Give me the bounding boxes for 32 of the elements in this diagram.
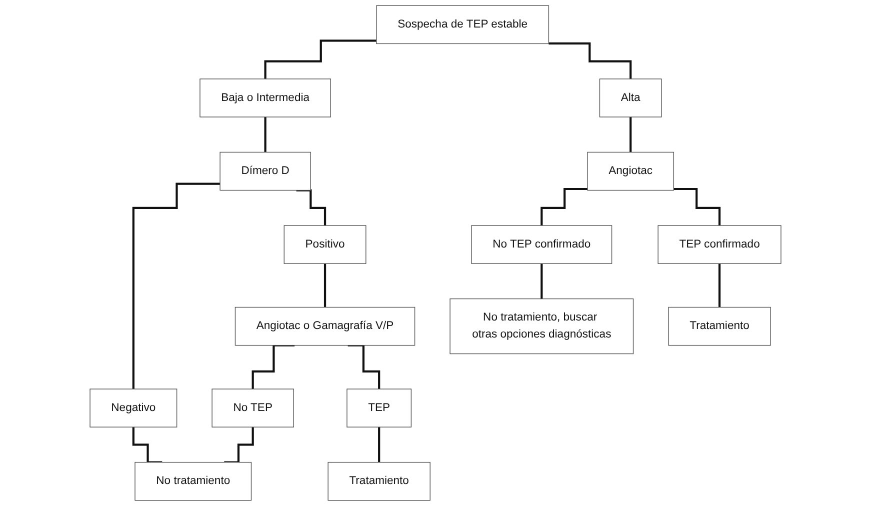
node-box: Baja o Intermedia [200, 78, 331, 118]
node-box: Angiotac o Gamagrafía V/P [234, 306, 416, 346]
connector [132, 182, 220, 390]
connector [674, 188, 721, 227]
connector [378, 426, 380, 464]
connector [252, 344, 295, 390]
connector [630, 116, 632, 154]
node-box: No tratamiento [134, 462, 252, 501]
node-box: Angiotac [587, 152, 674, 191]
node-box: No TEP [212, 388, 294, 428]
node-box: Sospecha de TEP estable [376, 5, 550, 44]
node-box: Alta [599, 78, 662, 118]
connector [324, 262, 326, 308]
node-box: Tratamiento [328, 462, 430, 501]
node-box: TEP confirmado [658, 225, 782, 264]
connector [540, 188, 588, 227]
connector [224, 426, 254, 464]
connector [718, 262, 721, 308]
connector [548, 42, 632, 80]
connector [264, 40, 376, 80]
node-box: Tratamiento [668, 306, 771, 346]
connector [264, 116, 266, 154]
node-box: TEP [346, 388, 412, 428]
connector [540, 262, 543, 300]
node-box: No tratamiento, buscar otras opciones diagnósticas [450, 298, 634, 354]
connector [348, 344, 380, 390]
node-box: Dímero D [220, 152, 311, 191]
connector [296, 189, 326, 227]
node-box: Negativo [90, 388, 178, 428]
node-box: Positivo [284, 225, 366, 264]
connector [132, 426, 162, 464]
node-box: No TEP confirmado [471, 225, 612, 264]
